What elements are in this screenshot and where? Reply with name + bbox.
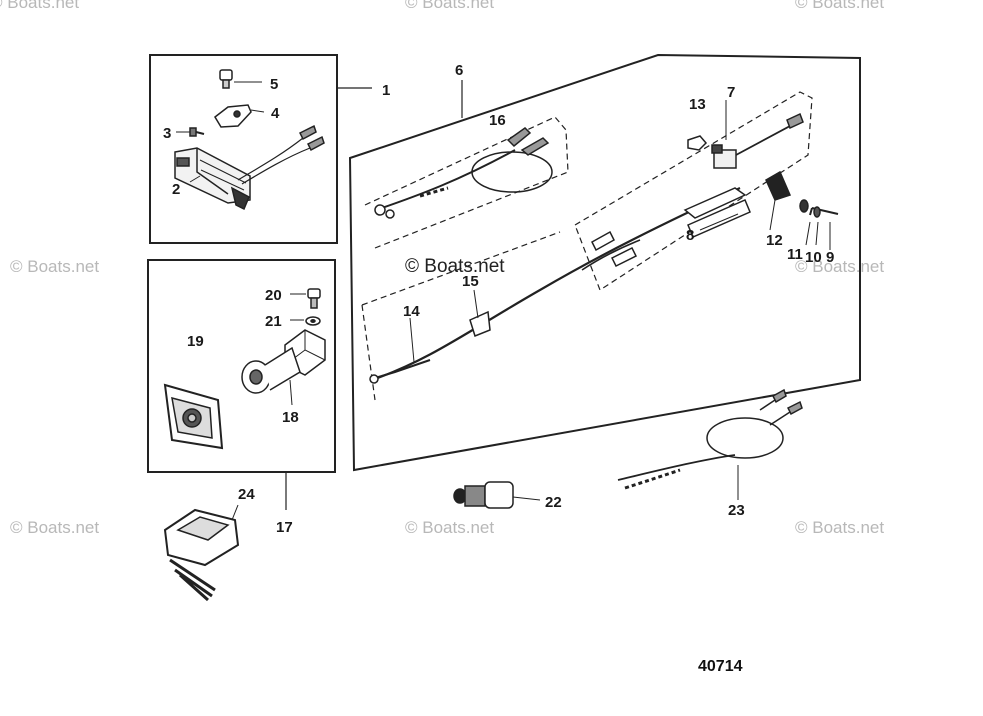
callout-20: 20 bbox=[265, 287, 282, 304]
callout-18: 18 bbox=[282, 409, 299, 426]
callout-14: 14 bbox=[403, 303, 420, 320]
callout-16: 16 bbox=[489, 112, 506, 129]
loose-parts bbox=[163, 388, 803, 602]
watermark: © Boats.net bbox=[10, 518, 99, 537]
figure-number: 40714 bbox=[698, 658, 743, 675]
callout-24: 24 bbox=[238, 486, 255, 503]
warning-horn-box bbox=[147, 259, 336, 510]
harness-panel bbox=[348, 53, 861, 472]
callout-13: 13 bbox=[689, 96, 706, 113]
callout-19: 19 bbox=[187, 333, 204, 350]
watermark: © Boats.net bbox=[795, 0, 884, 12]
callout-3: 3 bbox=[163, 125, 171, 142]
callout-23: 23 bbox=[728, 502, 745, 519]
callout-2: 2 bbox=[172, 181, 180, 198]
callout-8: 8 bbox=[686, 227, 694, 244]
callout-17: 17 bbox=[276, 519, 293, 536]
callout-10: 10 bbox=[805, 249, 822, 266]
callout-4: 4 bbox=[271, 105, 280, 122]
switch-assembly-box bbox=[149, 54, 372, 244]
callout-15: 15 bbox=[462, 273, 479, 290]
callout-6: 6 bbox=[455, 62, 463, 79]
callout-9: 9 bbox=[826, 249, 834, 266]
watermark-center: © Boats.net bbox=[405, 256, 505, 277]
watermark: © Boats.net bbox=[795, 257, 884, 276]
callout-21: 21 bbox=[265, 313, 282, 330]
callout-22: 22 bbox=[545, 494, 562, 511]
watermark: © Boats.net bbox=[795, 518, 884, 537]
callout-12: 12 bbox=[766, 232, 783, 249]
callout-5: 5 bbox=[270, 76, 278, 93]
watermark: © Boats.net bbox=[405, 518, 494, 537]
watermark: © Boats.net bbox=[10, 257, 99, 276]
callout-1: 1 bbox=[382, 82, 390, 99]
callout-11: 11 bbox=[787, 246, 803, 263]
callouts: 1 2 3 4 5 6 7 8 9 10 11 12 13 14 15 16 1… bbox=[163, 62, 834, 536]
watermarks: © Boats.net © Boats.net © Boats.net © Bo… bbox=[0, 0, 884, 537]
callout-7: 7 bbox=[727, 84, 735, 101]
watermark: © Boats.net bbox=[0, 0, 79, 12]
watermark: © Boats.net bbox=[405, 0, 494, 12]
